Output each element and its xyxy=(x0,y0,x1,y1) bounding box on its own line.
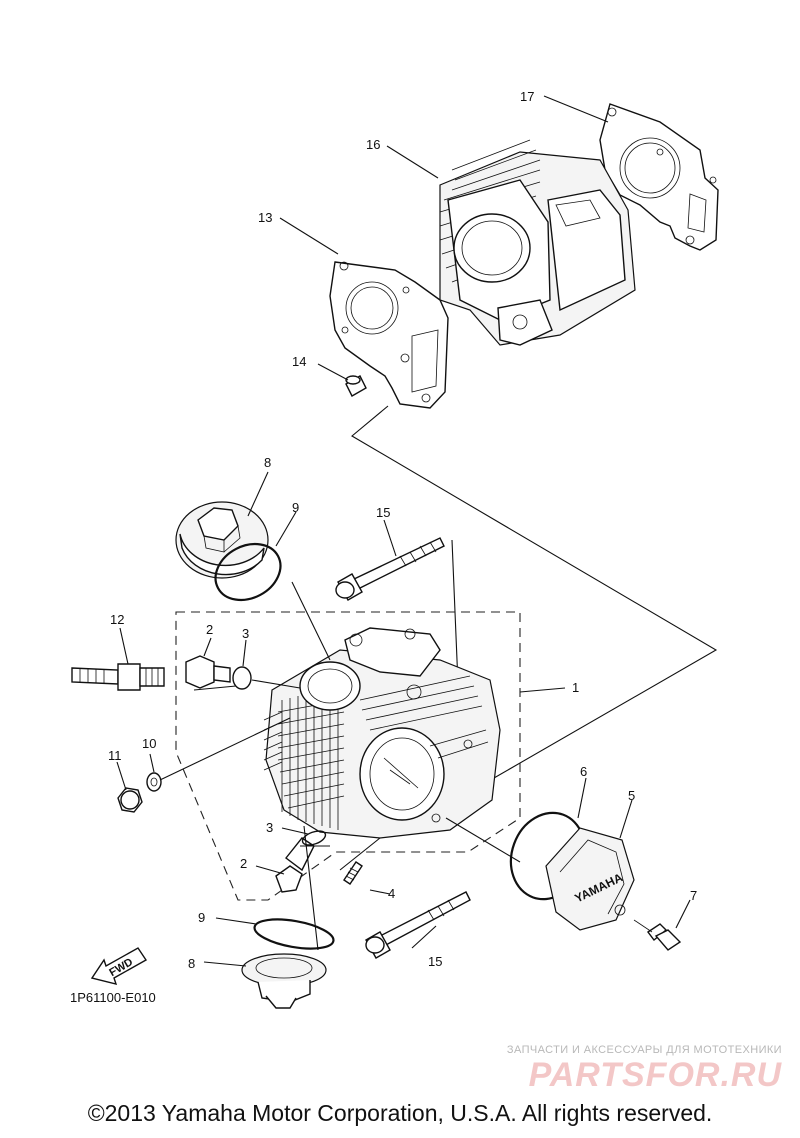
tappet-cover-5: YAMAHA xyxy=(545,827,635,931)
callout-1: 1 xyxy=(572,680,579,695)
watermark: ЗАПЧАСТИ И АКСЕССУАРЫ ДЛЯ МОТОТЕХНИКИ PA… xyxy=(492,1044,782,1094)
cylinder-16 xyxy=(439,139,636,346)
watermark-logo: PARTSFOR.RU xyxy=(528,1056,782,1094)
callout-12: 12 xyxy=(110,612,124,627)
bolt-7 xyxy=(633,919,682,951)
callout-13: 13 xyxy=(258,210,272,225)
callout-7: 7 xyxy=(690,888,697,903)
cover-guide-line xyxy=(445,817,521,863)
callout-4: 4 xyxy=(388,886,395,901)
bolt-15-upper xyxy=(335,537,445,601)
callout-17: 17 xyxy=(520,89,534,104)
diagram-code: 1P61100-E010 xyxy=(70,990,156,1005)
callout-10: 10 xyxy=(142,736,156,751)
valve-cap-8-upper xyxy=(175,501,269,579)
cap-nut-11 xyxy=(117,787,143,813)
callout-5: 5 xyxy=(628,788,635,803)
assembly-boundary-1 xyxy=(175,611,521,901)
callout-15-upper: 15 xyxy=(376,505,390,520)
callout-3-lower: 3 xyxy=(266,820,273,835)
washer-10 xyxy=(146,772,162,792)
dowel-pin-14 xyxy=(345,375,367,397)
o-ring-9-lower xyxy=(253,918,335,950)
callout-8-lower: 8 xyxy=(188,956,195,971)
stud-bolt-4 xyxy=(343,861,363,885)
callout-11: 11 xyxy=(108,748,122,763)
leader-lines xyxy=(116,95,691,967)
callout-14: 14 xyxy=(292,354,306,369)
callout-9-upper: 9 xyxy=(292,500,299,515)
o-ring-3-lower xyxy=(301,830,327,846)
bolt-15-lower xyxy=(365,891,471,959)
watermark-tagline: ЗАПЧАСТИ И АКСЕССУАРЫ ДЛЯ МОТОТЕХНИКИ xyxy=(506,1044,782,1056)
callout-9-lower: 9 xyxy=(198,910,205,925)
callout-15-lower: 15 xyxy=(428,954,442,969)
o-ring-9-upper xyxy=(214,542,282,602)
callout-8-upper: 8 xyxy=(264,455,271,470)
callout-3-upper: 3 xyxy=(242,626,249,641)
plug-2-upper xyxy=(185,655,231,689)
callout-6: 6 xyxy=(580,764,587,779)
cylinder-head-gasket-13 xyxy=(329,261,449,409)
callout-2-upper: 2 xyxy=(206,622,213,637)
valve-cap-8-lower xyxy=(241,953,327,1009)
fwd-arrow-icon: FWD xyxy=(90,947,148,985)
fwd-label: FWD xyxy=(107,956,135,979)
cylinder-head-1 xyxy=(263,627,501,839)
callout-16: 16 xyxy=(366,137,380,152)
o-ring-3-upper xyxy=(232,666,252,690)
copyright-notice: ©2013 Yamaha Motor Corporation, U.S.A. A… xyxy=(87,1100,713,1126)
spark-plug-12 xyxy=(71,663,165,691)
callout-2-lower: 2 xyxy=(240,856,247,871)
